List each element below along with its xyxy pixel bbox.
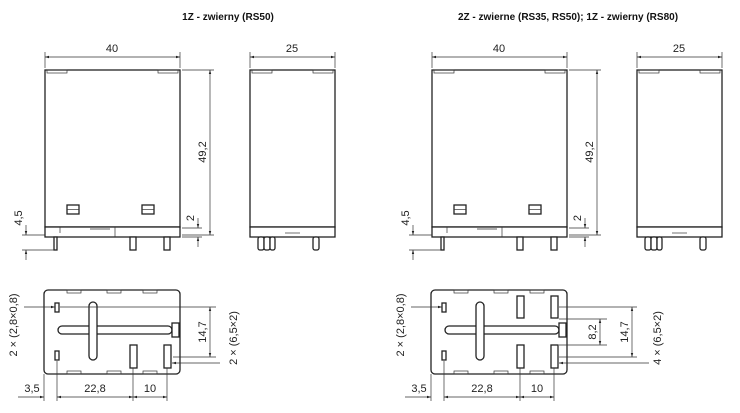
dim-middle: 22,8 <box>84 383 105 395</box>
relay-body-side <box>249 69 336 228</box>
pin <box>53 236 58 251</box>
pin <box>129 236 137 251</box>
small-pin <box>54 350 60 361</box>
edge-notch <box>142 370 158 375</box>
edge-notch <box>66 289 82 294</box>
panel-2: 2Z - zwierne (RS35, RS50); 1Z - zwierny … <box>395 12 723 401</box>
dim-pin-spacing: 14,7 <box>197 321 209 342</box>
relay-base-front <box>431 226 568 238</box>
top-notch <box>699 69 721 74</box>
pin <box>440 236 445 251</box>
dim-height: 49,2 <box>197 141 209 162</box>
small-pin <box>441 302 447 313</box>
top-notch <box>433 69 455 74</box>
top-notch <box>638 69 660 74</box>
dim-pin-length: 4,5 <box>13 210 25 225</box>
large-pin <box>516 295 525 319</box>
top-notch <box>312 69 334 74</box>
dim-width-front: 40 <box>106 43 118 55</box>
front-view: 40 49,2 2 4,5 <box>400 43 601 260</box>
top-notch <box>46 69 68 74</box>
pin <box>516 236 524 251</box>
front-view: 40 49,2 2 4,5 <box>13 43 214 260</box>
dim-pin-spacing-inner: 8,2 <box>587 324 599 339</box>
side-view: 25 <box>636 43 723 251</box>
edge-notch <box>529 289 545 294</box>
edge-notch <box>493 370 509 375</box>
large-pin <box>550 295 559 319</box>
edge-notch <box>106 370 122 375</box>
dim-height: 49,2 <box>584 141 596 162</box>
small-pin <box>54 302 60 313</box>
edge-notch <box>66 370 82 375</box>
edge-notch <box>453 370 469 375</box>
dim-base-offset: 2 <box>185 215 197 221</box>
label-large-pins: 2 × (6,5×2) <box>228 311 240 365</box>
top-notch <box>157 69 179 74</box>
relay-body-front <box>44 69 181 228</box>
edge-notch <box>493 289 509 294</box>
dim-width-front: 40 <box>493 43 505 55</box>
pin <box>644 236 652 251</box>
dim-right: 10 <box>144 383 156 395</box>
pin <box>163 236 171 251</box>
edge-notch <box>453 289 469 294</box>
dim-left: 3,5 <box>24 383 39 395</box>
large-pin <box>163 344 172 369</box>
footprint-view: 2 × (2,8×0,8) 3,5 22,8 10 8,2 14,7 4 × (6,5×2) <box>395 289 664 401</box>
cross-slot <box>475 301 485 361</box>
dim-pin-length: 4,5 <box>400 210 412 225</box>
large-pin <box>129 344 138 369</box>
pin <box>656 236 663 251</box>
panel-title: 1Z - zwierny (RS50) <box>182 12 274 23</box>
cross-slot <box>88 301 98 361</box>
dim-left: 3,5 <box>411 383 426 395</box>
relay-base-side <box>249 226 336 238</box>
pin <box>650 236 658 251</box>
dim-width-side: 25 <box>673 43 685 55</box>
dim-right: 10 <box>531 383 543 395</box>
pin <box>699 236 707 251</box>
edge-notch <box>529 370 545 375</box>
panel-title: 2Z - zwierne (RS35, RS50); 1Z - zwierny … <box>458 12 678 23</box>
label-large-pins: 4 × (6,5×2) <box>652 311 664 365</box>
pin <box>257 236 265 251</box>
top-notch <box>251 69 273 74</box>
edge-notch <box>106 289 122 294</box>
pin <box>312 236 320 251</box>
dim-pin-spacing: 14,7 <box>619 321 631 342</box>
edge-notch <box>142 289 158 294</box>
side-view: 25 <box>249 43 336 251</box>
relay-base-front <box>44 226 181 238</box>
pin <box>269 236 276 251</box>
dim-width-side: 25 <box>286 43 298 55</box>
large-pin <box>516 344 525 369</box>
top-notch <box>544 69 566 74</box>
footprint-view: 2 × (2,8×0,8) 3,5 22,8 10 14,7 2 × (6,5×2) <box>8 289 240 401</box>
cross-slot <box>57 325 173 335</box>
small-pin <box>441 350 447 361</box>
slot-tab <box>558 322 567 338</box>
label-small-pins: 2 × (2,8×0,8) <box>8 294 20 357</box>
panel-1: 1Z - zwierny (RS50) 40 49,2 2 4,5 25 2 × (2,8×… <box>8 12 336 401</box>
dim-base-offset: 2 <box>572 215 584 221</box>
pin <box>263 236 271 251</box>
large-pin <box>550 344 559 369</box>
dim-middle: 22,8 <box>471 383 492 395</box>
relay-body-side <box>636 69 723 228</box>
relay-base-side <box>636 226 723 238</box>
relay-body-front <box>431 69 568 228</box>
slot-tab <box>171 322 180 338</box>
cross-slot <box>444 325 560 335</box>
pin <box>550 236 558 251</box>
label-small-pins: 2 × (2,8×0,8) <box>395 294 407 357</box>
